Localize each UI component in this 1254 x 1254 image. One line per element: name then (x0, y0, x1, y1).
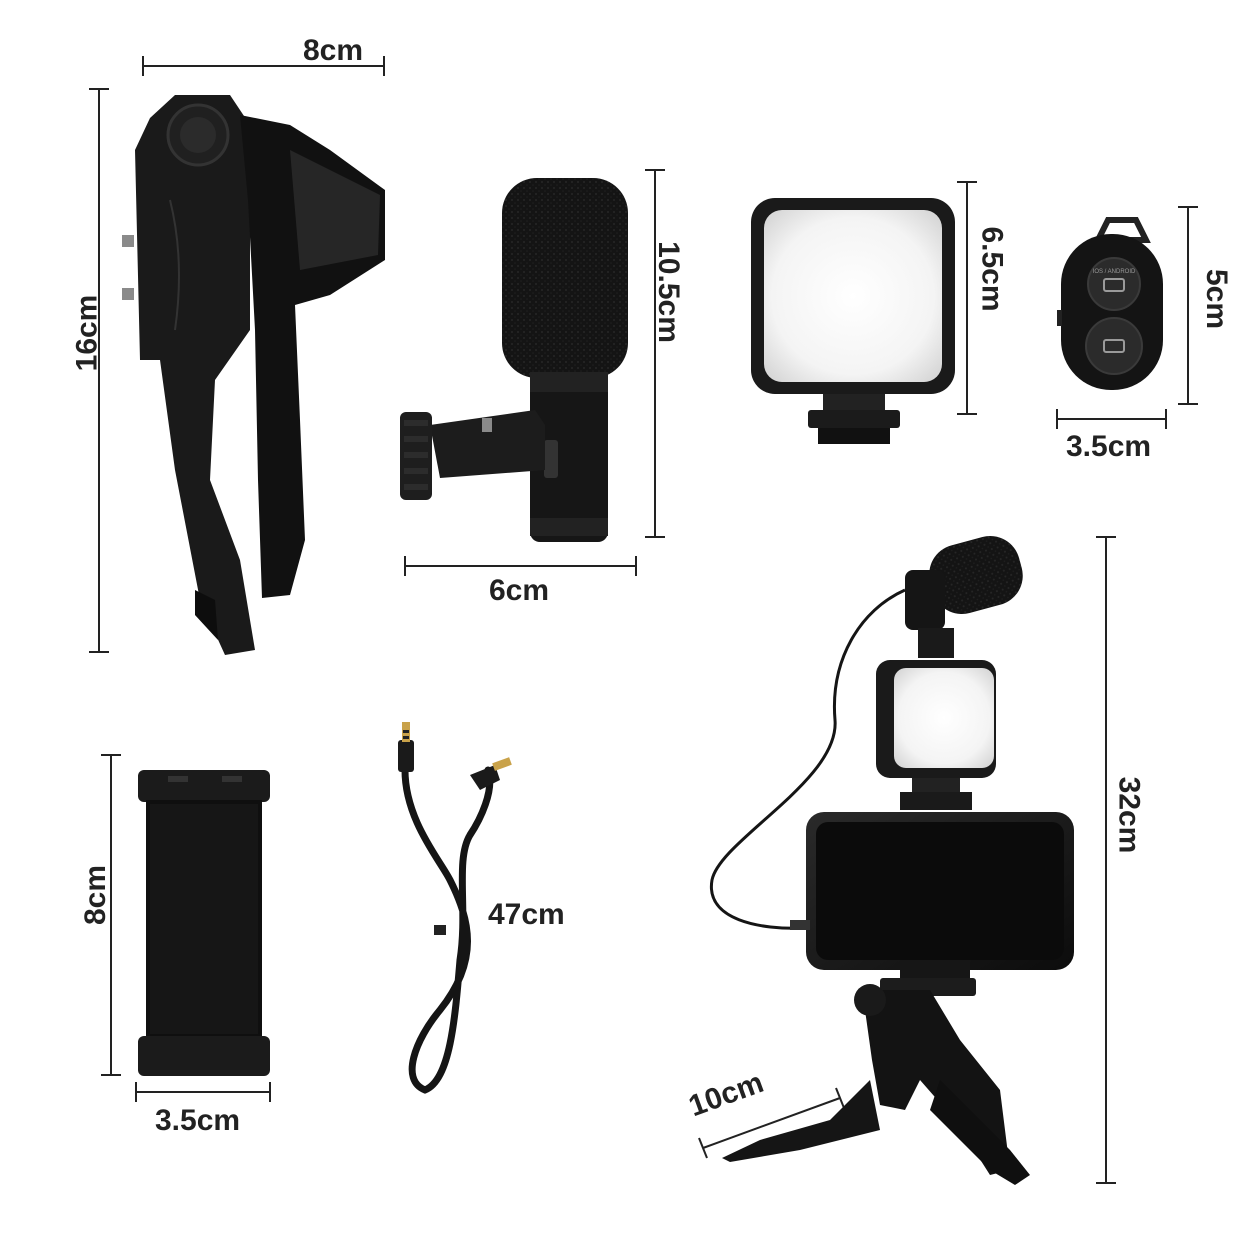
mic-height-label: 10.5cm (651, 241, 685, 343)
remote-button-text: IOS / ANDROID (1093, 269, 1136, 275)
vlog-kit-assembled (710, 536, 1074, 1185)
led-light (751, 198, 955, 444)
dimension-lines (89, 56, 1198, 1184)
microphone (400, 178, 628, 542)
phone-holder (138, 770, 270, 1076)
tripod-width-label: 8cm (303, 34, 364, 67)
tripod-height-label: 16cm (70, 294, 104, 372)
holder-width-label: 3.5cm (155, 1104, 241, 1137)
tripod-folded (122, 95, 385, 655)
holder-height-label: 8cm (79, 864, 113, 926)
kit-height-label: 32cm (1112, 776, 1146, 854)
bluetooth-remote: IOS / ANDROID (1057, 217, 1163, 390)
cable-length-label: 47cm (488, 898, 565, 931)
remote-height-label: 5cm (1200, 268, 1234, 330)
audio-cable (398, 722, 512, 1094)
light-height-label: 6.5cm (975, 226, 1009, 312)
remote-width-label: 3.5cm (1066, 430, 1152, 463)
mic-width-label: 6cm (489, 574, 550, 607)
